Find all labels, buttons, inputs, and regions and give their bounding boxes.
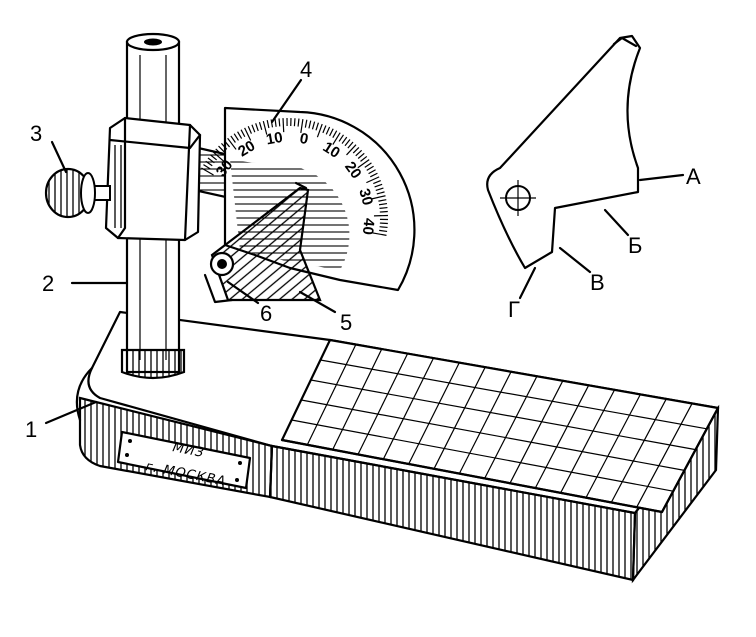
callout-5: 5 [340,310,352,335]
scale-label: 20 [235,137,258,160]
callout-2: 2 [42,271,54,296]
scale-label: 10 [320,139,343,162]
scale-label: 40 [359,217,378,235]
callout-3: 3 [30,121,42,146]
grid-measuring-plate [280,338,720,514]
scale-label: 30 [355,187,376,208]
callout-a: А [686,164,701,189]
callout-6: 6 [260,301,272,326]
scale-label: 0 [298,130,310,148]
leader-lines [44,78,685,425]
scale-label: 20 [341,159,365,183]
pivot-screw [203,251,235,304]
callout-4: 4 [300,57,312,82]
pointer-profile-detail [486,34,642,270]
sliding-carriage [104,116,202,242]
callout-g: Г [508,297,520,322]
callout-v: В [590,270,605,295]
scale-label: 10 [265,129,284,149]
callout-b: Б [628,233,642,258]
callout-1: 1 [25,417,37,442]
scale-label: 30 [213,157,237,181]
clamp-knob [44,167,111,219]
callout-labels: 1 2 3 4 5 6 А Б В Г [25,57,701,442]
nameplate-line-1: МИЗ [171,440,206,461]
